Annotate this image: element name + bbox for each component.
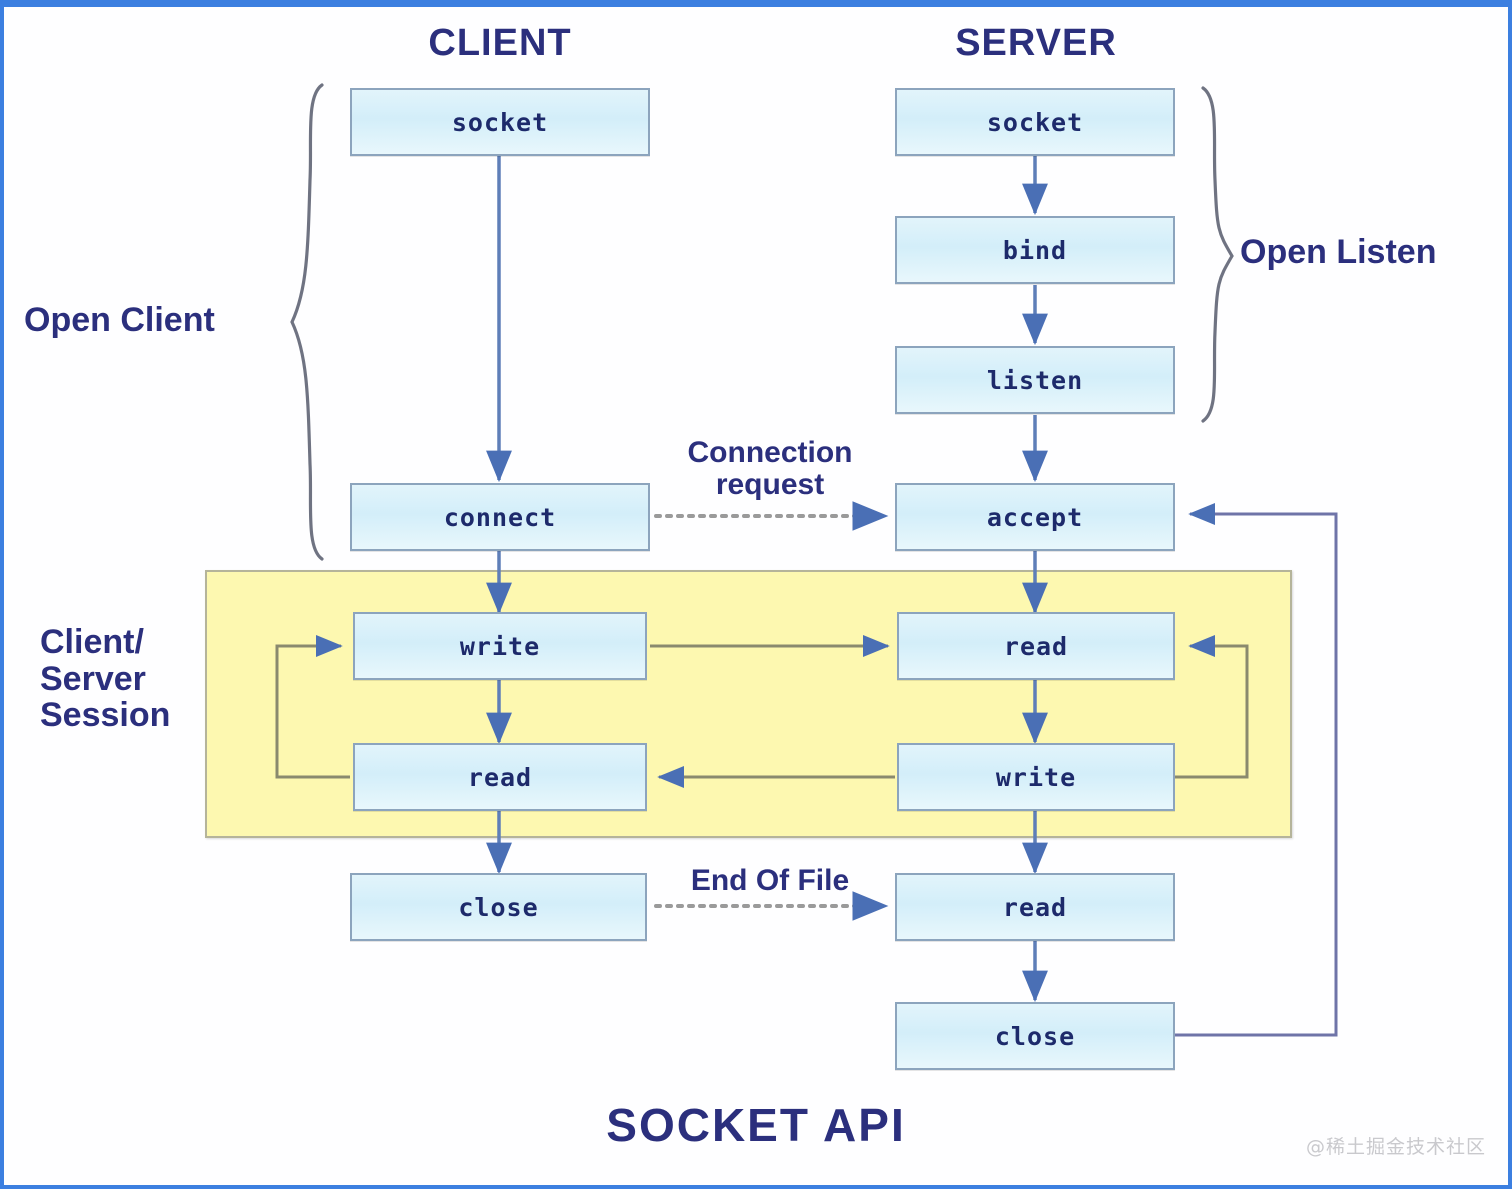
node-client-close[interactable]: close (350, 873, 647, 941)
node-server-accept[interactable]: accept (895, 483, 1175, 551)
node-server-write[interactable]: write (897, 743, 1175, 811)
node-label: close (458, 892, 539, 922)
edge-server-write-loop-to-read (1175, 634, 1249, 779)
node-client-read[interactable]: read (353, 743, 647, 811)
edge-client-read-loop-to-write (275, 634, 350, 779)
column-heading-server: SERVER (955, 22, 1117, 64)
node-label: write (995, 762, 1077, 792)
connection-request-line-2: request (715, 467, 825, 501)
node-label: bind (1002, 235, 1068, 265)
node-server-read-1[interactable]: read (897, 612, 1175, 680)
node-label: read (1002, 892, 1068, 922)
node-label: listen (986, 365, 1084, 395)
node-label: connect (443, 502, 557, 532)
session-label-line-3: Session (40, 696, 171, 735)
group-label-client-server-session: Client/ Server Session (40, 624, 200, 734)
brace-open-client (290, 83, 324, 561)
node-label: socket (451, 107, 549, 137)
node-server-read-2[interactable]: read (895, 873, 1175, 941)
node-client-connect[interactable]: connect (350, 483, 650, 551)
node-server-bind[interactable]: bind (895, 216, 1175, 284)
node-client-socket[interactable]: socket (350, 88, 650, 156)
node-label: socket (986, 107, 1084, 137)
group-label-open-client: Open Client (24, 301, 215, 339)
brace-open-listen (1201, 86, 1234, 423)
diagram-title: SOCKET API (606, 1099, 906, 1151)
edge-server-close-loop-to-accept (1175, 502, 1338, 1037)
column-heading-client: CLIENT (428, 22, 572, 64)
group-label-open-listen: Open Listen (1240, 233, 1437, 271)
node-label: write (459, 631, 541, 661)
node-label: close (994, 1021, 1076, 1051)
watermark-label: @稀土掘金技术社区 (1305, 1136, 1486, 1158)
node-server-listen[interactable]: listen (895, 346, 1175, 414)
node-label: read (1003, 631, 1069, 661)
node-client-write[interactable]: write (353, 612, 647, 680)
node-server-socket[interactable]: socket (895, 88, 1175, 156)
node-label: accept (986, 502, 1084, 532)
session-label-line-1: Client/ (40, 623, 144, 661)
edge-label-connection-request: Connection request (650, 437, 890, 500)
session-label-line-2: Server (40, 659, 146, 698)
edge-label-end-of-file: End Of File (690, 864, 850, 897)
node-server-close[interactable]: close (895, 1002, 1175, 1070)
node-label: read (467, 762, 533, 792)
connection-request-line-1: Connection (687, 436, 853, 469)
